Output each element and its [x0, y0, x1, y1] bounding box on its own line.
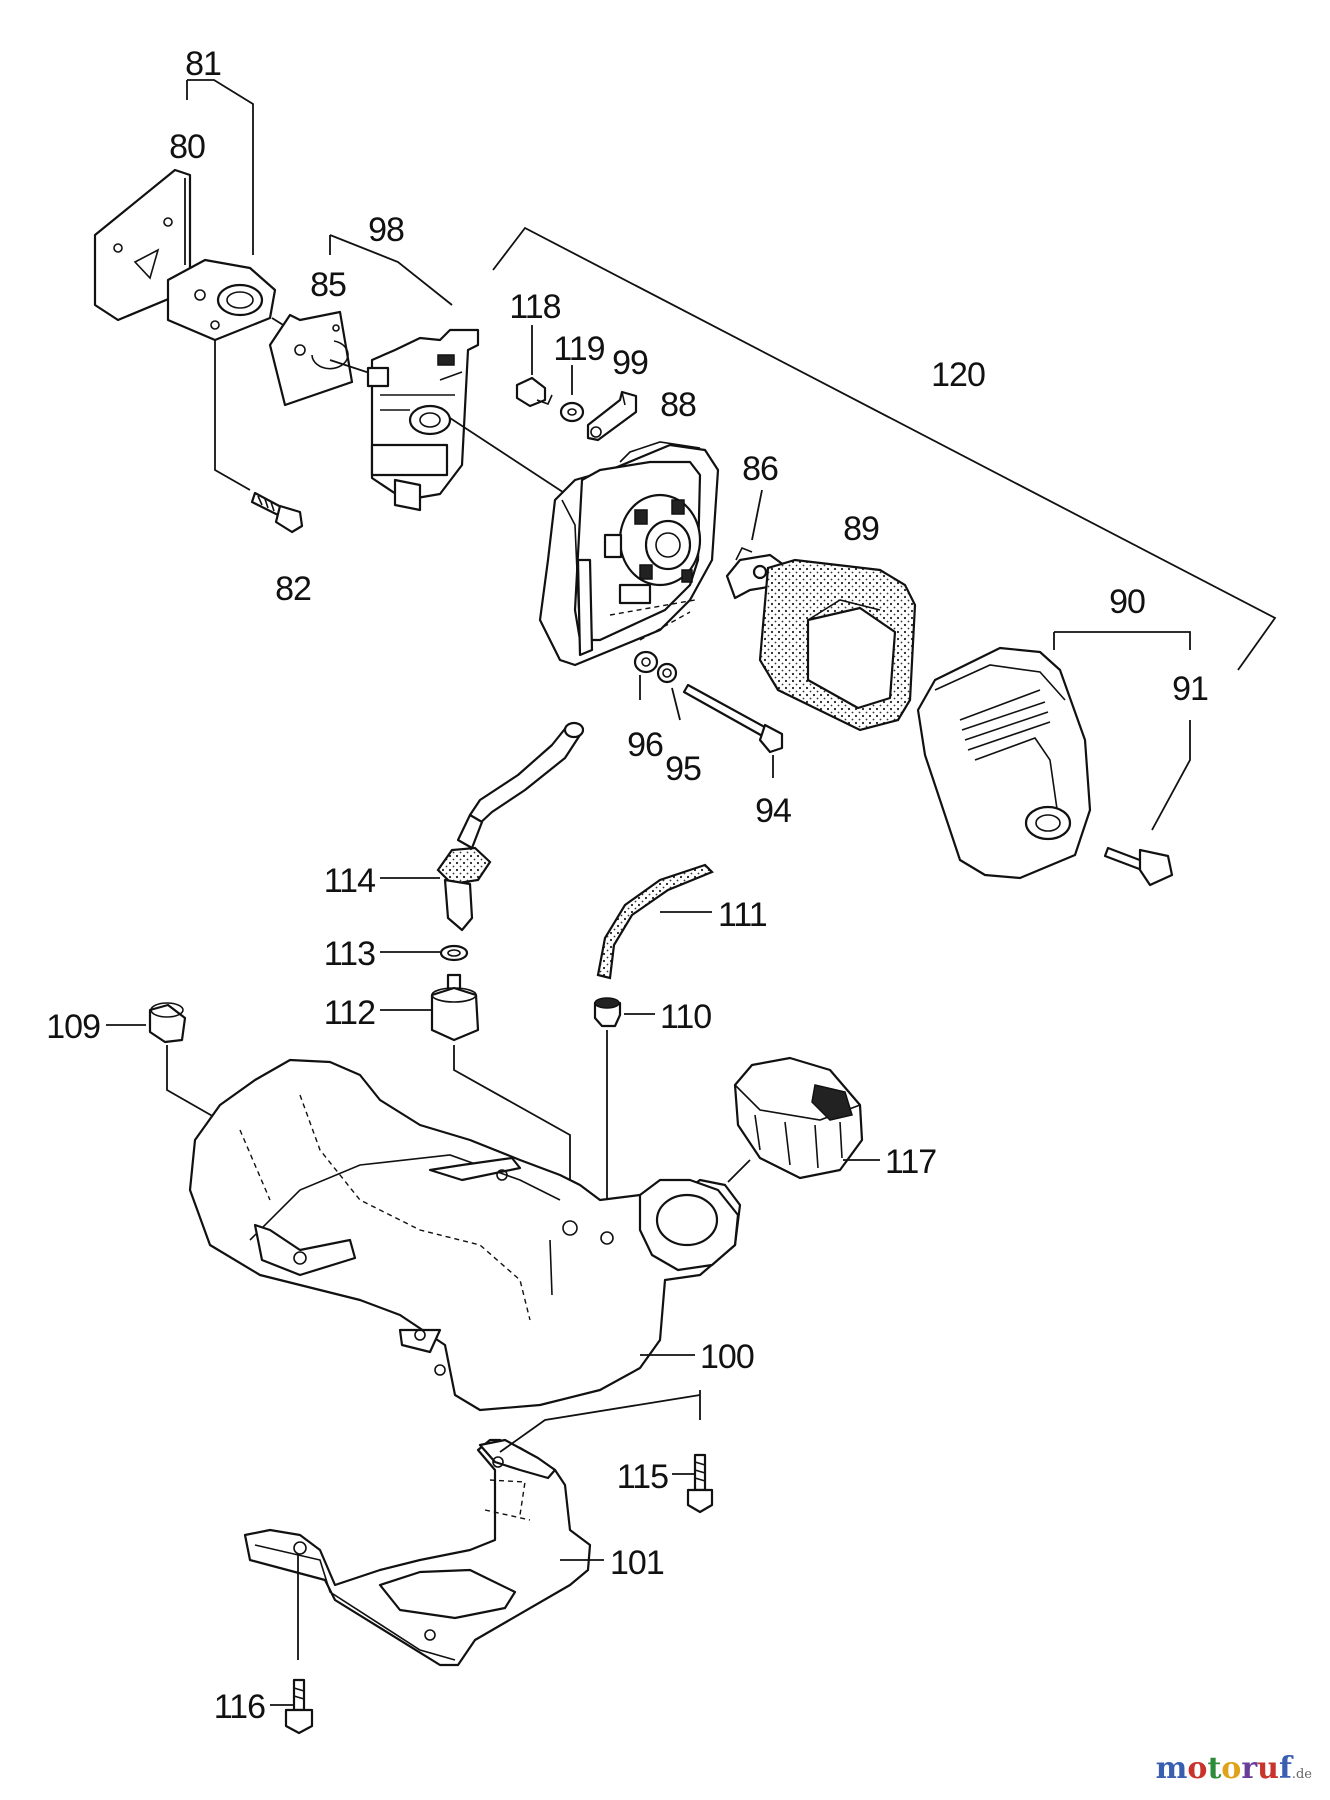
watermark-letter: t — [1207, 1751, 1222, 1786]
label-90: 90 — [1109, 583, 1145, 621]
part-95-lockwasher — [656, 662, 681, 721]
label-117: 117 — [885, 1143, 936, 1181]
part-118-screw — [515, 325, 553, 408]
part-82-bolt — [250, 491, 304, 534]
label-109: 109 — [46, 1008, 100, 1046]
label-88: 88 — [660, 386, 696, 424]
label-118: 118 — [509, 288, 560, 326]
part-89-air-filter-element — [758, 558, 917, 732]
bracket-90 — [1053, 631, 1191, 650]
watermark-letter: m — [1155, 1751, 1188, 1786]
label-86: 86 — [742, 450, 778, 488]
label-99: 99 — [612, 344, 648, 382]
label-110: 110 — [660, 998, 711, 1036]
watermark-letter: u — [1257, 1751, 1279, 1786]
bracket-120 — [492, 226, 1277, 671]
part-115-bolt — [686, 1390, 714, 1514]
part-91-knob-screw — [1103, 720, 1191, 887]
part-100-fuel-tank — [188, 1058, 742, 1412]
watermark-letter: o — [1187, 1751, 1208, 1786]
label-114: 114 — [324, 862, 375, 900]
part-116-bolt — [284, 1555, 314, 1735]
label-116: 116 — [214, 1688, 265, 1726]
label-91: 91 — [1172, 670, 1208, 708]
label-89: 89 — [843, 510, 879, 548]
label-80: 80 — [169, 128, 205, 166]
part-81-insulator — [166, 258, 289, 491]
part-101-tank-holder — [243, 1394, 701, 1667]
label-82: 82 — [275, 570, 311, 608]
part-111-return-hose — [596, 863, 714, 980]
bracket-81 — [186, 79, 254, 255]
label-119: 119 — [553, 330, 604, 368]
label-94: 94 — [755, 792, 791, 830]
part-96-washer — [633, 650, 659, 700]
part-109-rubber-mount — [148, 1002, 299, 1245]
label-113: 113 — [324, 935, 375, 973]
label-101: 101 — [610, 1544, 664, 1582]
part-119-washer — [559, 365, 585, 423]
part-88-air-cleaner-case — [538, 441, 720, 667]
label-96: 96 — [627, 726, 663, 764]
part-90-air-cleaner-cover — [916, 646, 1092, 880]
part-85-gasket — [268, 310, 386, 407]
watermark-letter: o — [1221, 1751, 1242, 1786]
part-112-fuel-filter — [430, 973, 571, 1222]
label-111: 111 — [718, 896, 767, 934]
label-95: 95 — [665, 750, 701, 788]
part-114-fuel-hose — [436, 721, 585, 932]
label-85: 85 — [310, 266, 346, 304]
watermark-logo: motoruf.de — [1156, 1751, 1312, 1786]
part-94-bolt — [682, 683, 784, 778]
label-100: 100 — [700, 1338, 754, 1376]
label-120: 120 — [931, 356, 985, 394]
watermark-letter: r — [1241, 1751, 1258, 1786]
watermark-suffix: .de — [1291, 1767, 1312, 1782]
watermark-letter: f — [1278, 1751, 1292, 1786]
label-112: 112 — [324, 994, 375, 1032]
part-117-fuel-cap — [727, 1056, 864, 1183]
part-113-hose-clip — [439, 944, 469, 962]
part-98-carburetor — [366, 328, 576, 512]
bracket-98 — [329, 234, 453, 306]
label-115: 115 — [617, 1458, 668, 1496]
label-98: 98 — [368, 211, 404, 249]
label-81: 81 — [185, 45, 221, 83]
part-99-bracket — [586, 390, 638, 442]
